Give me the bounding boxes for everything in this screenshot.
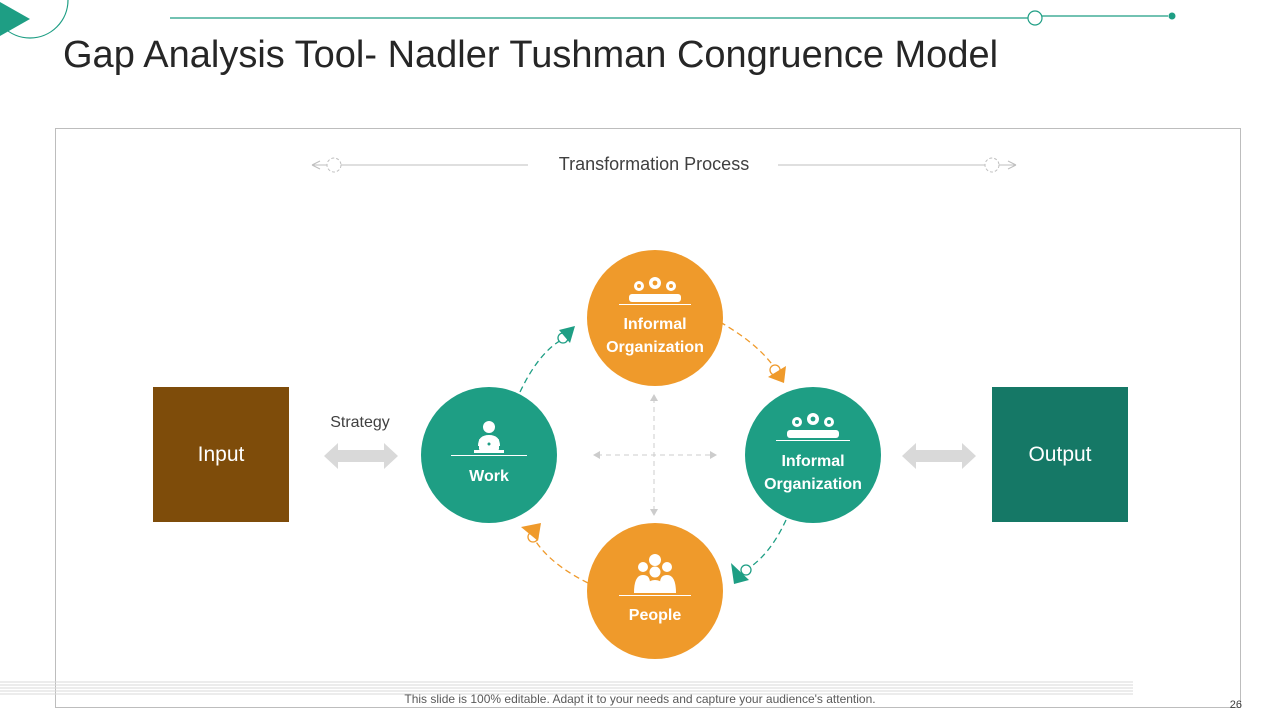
- circle-label-line2: Organization: [764, 476, 862, 493]
- page-title: Gap Analysis Tool- Nadler Tushman Congru…: [63, 34, 999, 76]
- footer-note: This slide is 100% editable. Adapt it to…: [404, 692, 876, 706]
- transformation-process-label: Transformation Process: [558, 154, 750, 174]
- work-circle: Work: [421, 387, 557, 523]
- gears-team-icon: [629, 277, 681, 302]
- person-laptop-icon: [474, 421, 504, 453]
- circle-label: Work: [469, 468, 509, 485]
- circle-label-line1: Informal: [781, 453, 845, 470]
- transformation-arrow: [311, 157, 1017, 173]
- input-label: Input: [197, 442, 245, 466]
- circle-label-line2: Organization: [606, 339, 704, 356]
- circle-label: People: [628, 607, 682, 624]
- footer-stripes: [0, 681, 1133, 695]
- header-decoration: [0, 0, 1176, 39]
- output-label: Output: [1028, 442, 1092, 466]
- people-circle: People: [587, 523, 723, 659]
- gears-team-icon: [787, 413, 839, 438]
- informal-organization-right-circle: Informal Organization: [745, 387, 881, 523]
- informal-organization-top-circle: Informal Organization: [587, 250, 723, 386]
- circle-label-line1: Informal: [623, 316, 687, 333]
- input-box: Input: [153, 387, 289, 522]
- content-frame: [55, 128, 1241, 708]
- input-double-arrow: [324, 443, 398, 469]
- output-box: Output: [992, 387, 1128, 522]
- page-number: 26: [1229, 699, 1242, 711]
- group-icon: [634, 554, 676, 593]
- output-double-arrow: [902, 443, 976, 469]
- strategy-label: Strategy: [330, 414, 390, 431]
